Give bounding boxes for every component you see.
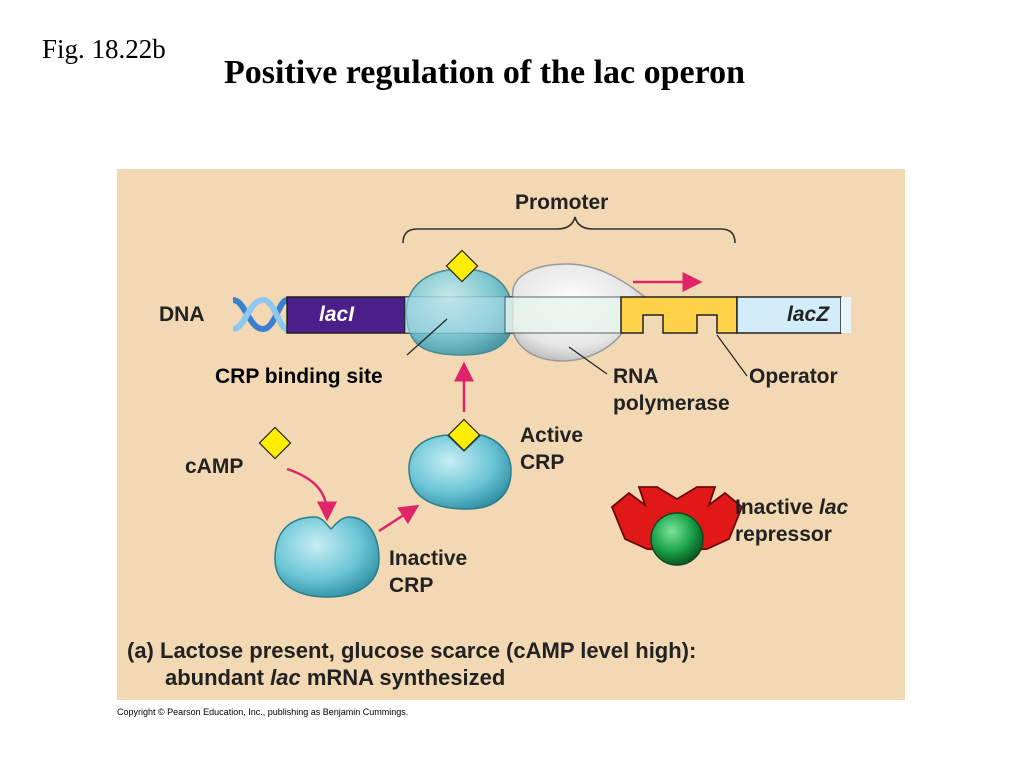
laci-label: lacI bbox=[319, 303, 355, 326]
inactive-crp-label-line1: Inactive bbox=[389, 547, 468, 570]
dna-label: DNA bbox=[159, 303, 205, 326]
inactive-crp-label-line2: CRP bbox=[389, 574, 434, 597]
inactive-repressor-label: Inactive lac repressor bbox=[735, 494, 848, 548]
figure-title: Positive regulation of the lac operon bbox=[224, 54, 745, 91]
rna-polymerase-label-line2: polymerase bbox=[613, 392, 730, 415]
operator bbox=[620, 296, 738, 334]
inactive-repressor-line2: repressor bbox=[735, 523, 832, 546]
camp-to-crp-arrow bbox=[286, 467, 337, 522]
laci-gene bbox=[286, 296, 406, 334]
active-crp bbox=[408, 434, 512, 510]
active-crp-label-line2: CRP bbox=[520, 451, 565, 474]
camp-on-bound-crp bbox=[445, 249, 479, 283]
inactive-crp-label: Inactive CRP bbox=[389, 545, 467, 599]
figure-label: Fig. 18.22b bbox=[42, 34, 166, 64]
crp-site-leader bbox=[406, 318, 448, 356]
inactive-lac-repressor bbox=[610, 486, 744, 566]
caption-line2-italic: lac bbox=[270, 665, 301, 690]
inactive-repressor-line1-prefix: Inactive bbox=[735, 496, 820, 519]
caption-line2-suffix: mRNA synthesized bbox=[300, 665, 506, 690]
lac-operon-diagram bbox=[232, 216, 851, 598]
free-camp bbox=[258, 426, 292, 460]
caption-line2-prefix: abundant bbox=[165, 665, 271, 690]
dna-helix-icon bbox=[232, 296, 289, 333]
inactive-crp bbox=[274, 516, 380, 598]
rna-polymerase-label-line1: RNA bbox=[613, 365, 659, 388]
active-crp-label-line1: Active bbox=[520, 424, 584, 447]
rna-polymerase-label: RNA polymerase bbox=[613, 363, 730, 417]
inactive-repressor-line1-italic: lac bbox=[819, 496, 849, 519]
promoter-brace bbox=[402, 216, 736, 244]
camp-on-active-crp bbox=[447, 418, 481, 452]
inactive-to-active-arrow bbox=[378, 504, 420, 533]
promoter-label: Promoter bbox=[515, 191, 609, 214]
caption-line1: (a) Lactose present, glucose scarce (cAM… bbox=[127, 638, 697, 663]
diagram-panel: Promoter DNA lacI lacZ CRP binding site … bbox=[117, 169, 905, 700]
operator-leader bbox=[716, 334, 748, 377]
copyright-notice: Copyright © Pearson Education, Inc., pub… bbox=[117, 707, 409, 717]
caption: (a) Lactose present, glucose scarce (cAM… bbox=[127, 637, 696, 691]
lacz-label: lacZ bbox=[787, 303, 830, 326]
polymerase-leader bbox=[568, 346, 608, 375]
active-crp-label: Active CRP bbox=[520, 422, 583, 476]
crp-binding-site-label: CRP binding site bbox=[215, 365, 383, 388]
operator-label: Operator bbox=[749, 365, 838, 388]
caption-line2: abundant lac mRNA synthesized bbox=[127, 664, 696, 691]
camp-label: cAMP bbox=[185, 455, 244, 478]
